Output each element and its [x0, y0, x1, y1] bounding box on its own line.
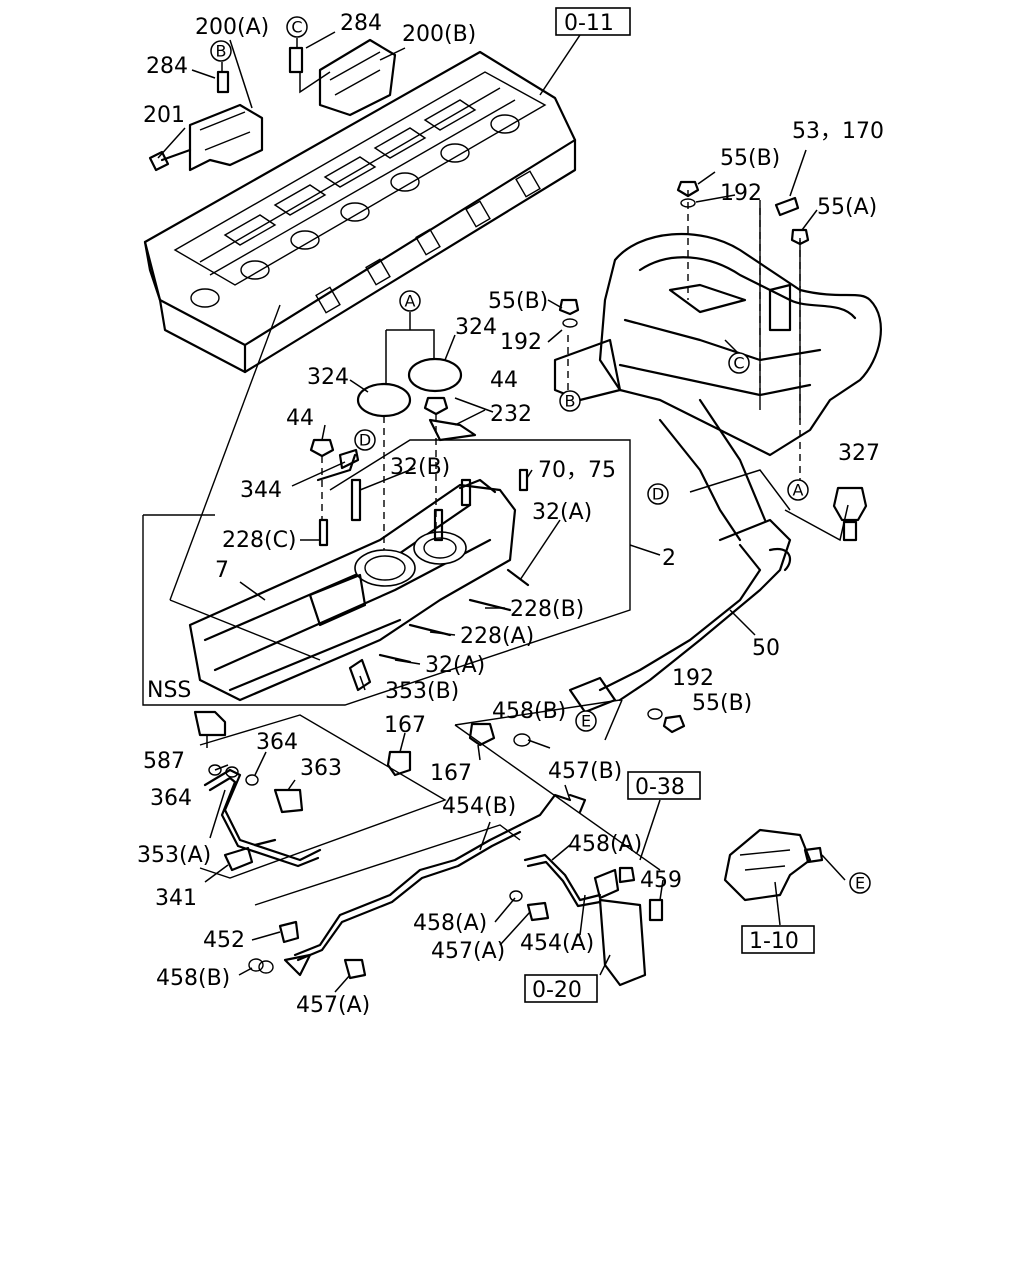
marker-b-top	[210, 40, 232, 62]
callout-55b-mid: 55(B)	[488, 289, 548, 314]
ref-1-10: 1-10	[749, 929, 799, 954]
marker-c-mid-label: C	[733, 354, 744, 373]
manifold-box-outline	[142, 304, 661, 706]
callout-192-bottom: 192	[672, 666, 714, 691]
marker-e-mid	[575, 710, 597, 732]
marker-c-mid	[728, 352, 750, 374]
callout-228c: 228(C)	[222, 528, 297, 553]
marker-d-right	[647, 483, 669, 505]
marker-b-mid-label: B	[565, 392, 576, 411]
callout-353b: 353(B)	[385, 679, 459, 704]
callout-228a: 228(A)	[460, 624, 534, 649]
callout-363: 363	[300, 756, 342, 781]
reference-boxes: 0-11 0-38 1-10 0-20	[524, 7, 815, 1003]
callout-459: 459	[640, 868, 682, 893]
lower-parts	[203, 764, 664, 987]
callout-70-75: 70，75	[538, 458, 616, 483]
callout-167-left: 167	[430, 761, 472, 786]
callout-364-bottom: 364	[150, 786, 192, 811]
callout-454a: 454(A)	[520, 931, 594, 956]
bracket-1-10-drawing	[723, 828, 846, 926]
marker-e-right	[849, 872, 871, 894]
exhaust-pipe-drawing	[553, 200, 882, 714]
callout-458b-top: 458(B)	[492, 699, 566, 724]
marker-a-top	[399, 290, 421, 312]
lower-leaders	[204, 732, 664, 993]
callout-44-left: 44	[286, 406, 314, 431]
marker-b-top-label: B	[216, 42, 227, 61]
ref-box-0-20	[524, 974, 598, 1003]
ref-box-0-11	[555, 7, 631, 36]
callout-55b-bottom: 55(B)	[692, 691, 752, 716]
marker-e-mid-label: E	[581, 712, 591, 731]
callout-324-right: 324	[455, 315, 497, 340]
marker-d-mid-label: D	[359, 431, 371, 450]
marker-d-right-label: D	[652, 485, 664, 504]
callout-50: 50	[752, 636, 780, 661]
marker-e-right-label: E	[855, 874, 865, 893]
callout-341: 341	[155, 886, 197, 911]
callout-457b: 457(B)	[548, 759, 622, 784]
callout-55a: 55(A)	[817, 195, 877, 220]
callout-200a: 200(A)	[195, 15, 269, 40]
callout-344: 344	[240, 478, 282, 503]
exhaust-leaders	[547, 149, 849, 741]
callout-201: 201	[143, 103, 185, 128]
callout-457a-bottom: 457(A)	[296, 993, 370, 1018]
callout-353a: 353(A)	[137, 843, 211, 868]
callout-457a-mid: 457(A)	[431, 939, 505, 964]
manifold-leaders	[239, 312, 561, 691]
callout-192-mid: 192	[500, 330, 542, 355]
callout-167-right: 167	[384, 713, 426, 738]
marker-c-top	[286, 16, 308, 38]
callout-232: 232	[490, 402, 532, 427]
cylinder-head-drawing	[143, 38, 577, 374]
head-leaders	[157, 31, 581, 159]
callout-53-170: 53，170	[792, 119, 884, 144]
callout-192-top: 192	[720, 181, 762, 206]
callout-nss: NSS	[147, 678, 191, 703]
callout-454b: 454(B)	[442, 794, 516, 819]
manifold-drawing	[188, 357, 531, 777]
callout-284-left: 284	[146, 54, 188, 79]
marker-c-top-label: C	[291, 18, 302, 37]
marker-a-right-label: A	[793, 481, 804, 500]
callout-2: 2	[662, 546, 676, 571]
exhaust-small-parts	[558, 180, 868, 734]
callout-458a-left: 458(A)	[413, 911, 487, 936]
circled-markers: B C A D B C D A E E	[210, 16, 871, 894]
callout-327: 327	[838, 441, 880, 466]
callout-32b: 32(B)	[390, 455, 450, 480]
callout-228b: 228(B)	[510, 597, 584, 622]
callout-452: 452	[203, 928, 245, 953]
lower-outline	[199, 699, 661, 906]
ref-0-38: 0-38	[635, 775, 685, 800]
callout-32a-top: 32(A)	[532, 500, 592, 525]
ref-box-0-38	[627, 771, 701, 800]
callout-200b: 200(B)	[402, 22, 476, 47]
callout-284-right: 284	[340, 11, 382, 36]
callout-44-right: 44	[490, 368, 518, 393]
marker-d-mid	[354, 429, 376, 451]
callout-32a-bottom: 32(A)	[425, 653, 485, 678]
callout-458b-bottom: 458(B)	[156, 966, 230, 991]
callout-7: 7	[215, 558, 229, 583]
part-callouts: 200(A) 284 200(B) 284 201 53，170 55(B) 1…	[137, 11, 884, 1018]
ref-0-20: 0-20	[532, 978, 582, 1003]
callout-458a-right: 458(A)	[568, 832, 642, 857]
callout-587: 587	[143, 749, 185, 774]
marker-b-mid	[559, 390, 581, 412]
ref-0-11: 0-11	[564, 11, 614, 36]
marker-a-right	[787, 479, 809, 501]
ref-box-1-10	[741, 925, 815, 954]
marker-a-top-label: A	[405, 292, 416, 311]
callout-55b-top: 55(B)	[720, 146, 780, 171]
callout-364-top: 364	[256, 730, 298, 755]
callout-324-left: 324	[307, 365, 349, 390]
